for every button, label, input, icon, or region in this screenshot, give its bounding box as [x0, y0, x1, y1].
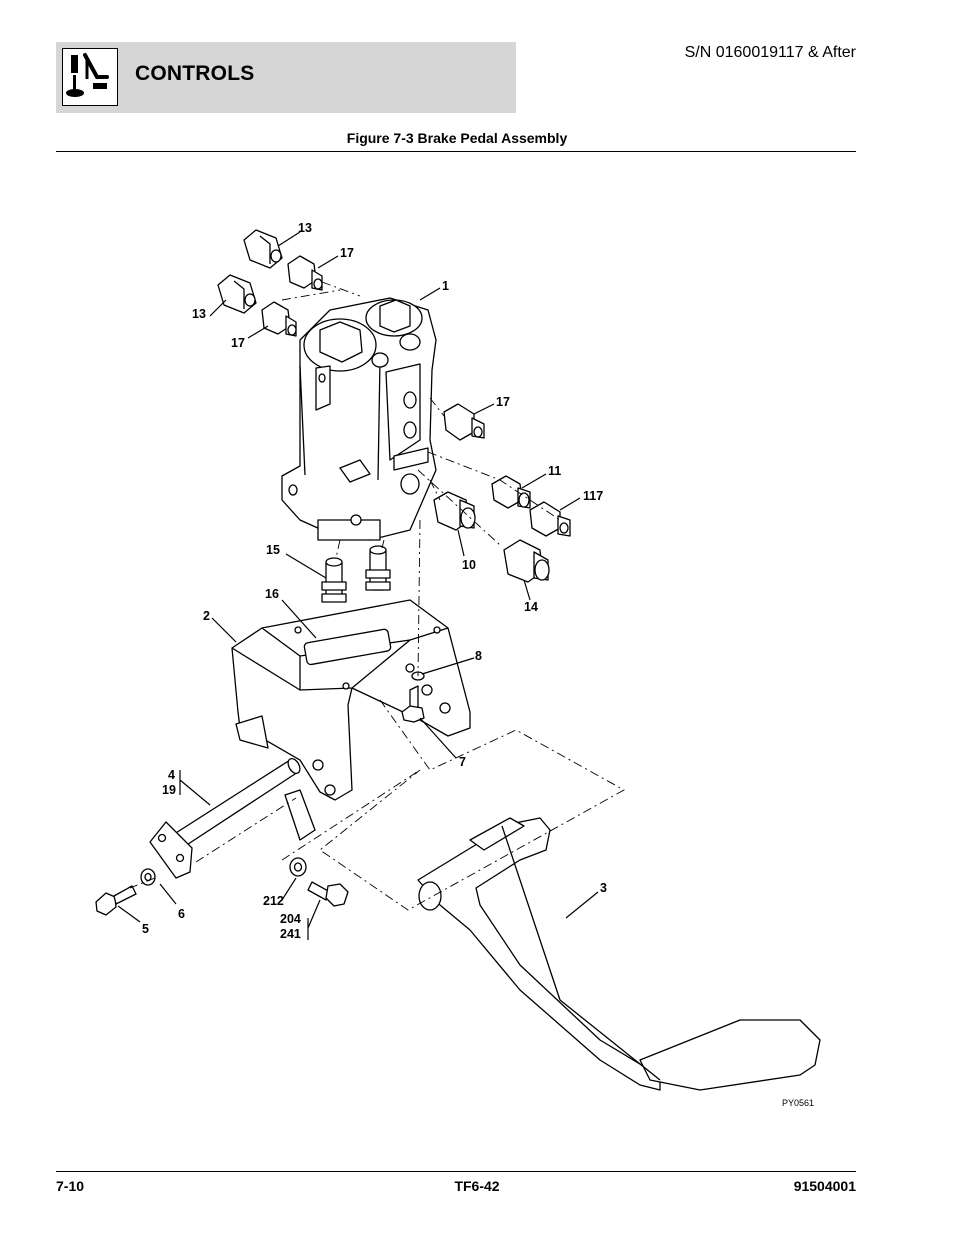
pivot-shaft	[149, 757, 301, 879]
washer-6	[140, 868, 156, 886]
fitting-17-side	[443, 403, 485, 441]
controls-joystick-icon	[62, 48, 118, 106]
bolt-204	[307, 881, 349, 907]
fitting-14	[503, 539, 550, 583]
callout-1: 1	[442, 279, 449, 293]
drawing-code: PY0561	[782, 1098, 814, 1108]
callout-14: 14	[524, 600, 538, 614]
callout-13-lower: 13	[192, 307, 206, 321]
callout-8: 8	[475, 649, 482, 663]
fitting-17-upper	[287, 255, 323, 291]
callout-13-upper: 13	[298, 221, 312, 235]
callout-16: 16	[265, 587, 279, 601]
brake-pedal	[417, 817, 821, 1091]
callout-17-side: 17	[496, 395, 510, 409]
callout-17-upper: 17	[340, 246, 354, 260]
page-number: 7-10	[56, 1178, 85, 1194]
header-rule	[56, 151, 856, 152]
callout-2: 2	[203, 609, 210, 623]
section-title: CONTROLS	[135, 62, 255, 85]
callout-241: 241	[280, 927, 301, 941]
callout-19: 19	[162, 783, 176, 797]
document-number: 91504001	[793, 1178, 856, 1194]
callout-117: 117	[583, 489, 603, 503]
footer-rule	[56, 1171, 856, 1172]
callout-10: 10	[462, 558, 476, 572]
callout-6: 6	[178, 907, 185, 921]
fitting-13-lower	[217, 274, 257, 314]
mounting-bracket	[231, 599, 471, 841]
callout-204: 204	[280, 912, 301, 926]
bolt-5	[95, 885, 137, 916]
fitting-117	[529, 501, 571, 537]
callout-5: 5	[142, 922, 149, 936]
callout-4: 4	[168, 768, 175, 782]
callout-15: 15	[266, 543, 280, 557]
fitting-13-upper	[243, 229, 283, 269]
callout-212: 212	[263, 894, 284, 908]
section-header-band	[56, 42, 516, 113]
fitting-17-lower	[261, 301, 297, 337]
washer-212	[289, 857, 307, 877]
fitting-11	[491, 475, 531, 509]
callout-17-lower: 17	[231, 336, 245, 350]
figure-title: Figure 7-3 Brake Pedal Assembly	[346, 130, 568, 146]
fitting-10	[433, 491, 476, 531]
callout-11: 11	[548, 464, 561, 478]
callout-3: 3	[600, 881, 607, 895]
callout-7: 7	[459, 755, 466, 769]
serial-number-range: S/N 0160019117 & After	[684, 44, 856, 61]
brake-valve-body	[281, 297, 437, 541]
plunger-15	[321, 545, 391, 603]
bolt-7	[401, 685, 425, 723]
model-name: TF6-42	[454, 1178, 500, 1194]
